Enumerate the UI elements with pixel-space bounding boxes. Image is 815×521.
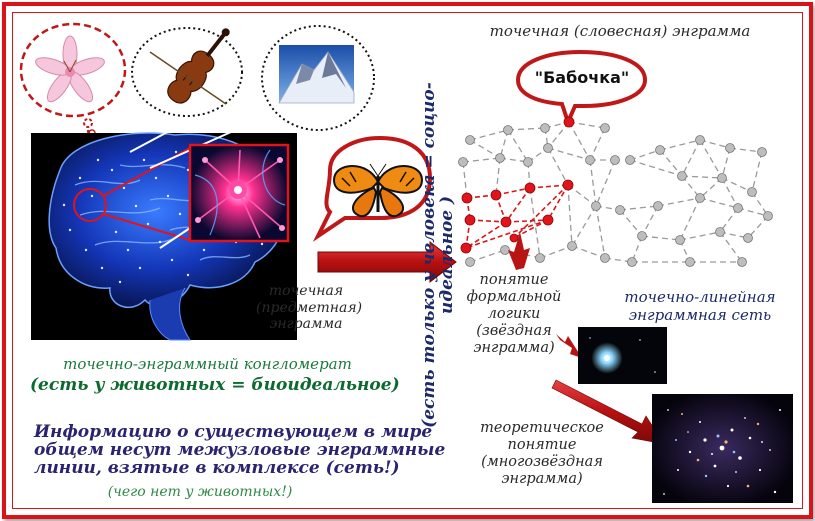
formal-logic-line: понятие (479, 272, 549, 288)
butterfly-icon (332, 163, 424, 218)
formal-logic-line: формальной (466, 289, 562, 306)
formal-logic-arrow (508, 232, 530, 270)
network-line: точечно-линейная (624, 288, 776, 306)
formal-logic-line: логики (487, 306, 541, 323)
info-statement-line: общем несут межузловые энграммные (34, 439, 446, 460)
info-statement-line: линии, взятые в комплексе (сеть!) (34, 457, 400, 478)
neuron-icon (188, 143, 290, 243)
subject-engram-label: точечная (предметная) энграмма (256, 283, 363, 333)
verbal-engram-label: точечная (словесная) энграмма (489, 22, 751, 40)
theoretical-line: энграмма) (501, 471, 583, 488)
bioideal-label: (есть у животных = биоидеальное) (30, 375, 400, 395)
main-arrow (317, 240, 457, 284)
violin-icon (167, 28, 230, 104)
violin-thought-bubble (131, 27, 243, 117)
butterfly-speech-bubble (312, 135, 433, 242)
theoretical-line: теоретическое (480, 420, 604, 436)
info-statement: Информацию о существующем в мире общем н… (34, 422, 446, 478)
star-cluster-icon (652, 394, 793, 503)
star-icon (578, 327, 667, 384)
subject-engram-line: (предметная) (256, 299, 363, 316)
word-callout (515, 49, 648, 128)
theoretical-concept-label: теоретическое понятие (многозвёздная энг… (452, 420, 632, 488)
lily-icon (35, 35, 105, 103)
engram-network (458, 116, 773, 267)
info-statement-line: Информацию о существующем в мире (34, 422, 433, 442)
flower-thought-bubble (19, 22, 127, 171)
formal-logic-label: понятие формальной логики (звёздная энгр… (452, 272, 576, 358)
word-callout-text: "Бабочка" (534, 68, 630, 87)
network-label: точечно-линейная энграммная сеть (600, 288, 800, 325)
subject-engram-line: энграмма (269, 316, 343, 333)
conglomerate-label: точечно-энграммный конгломерат (63, 355, 352, 373)
single-star-arrow (556, 334, 582, 358)
formal-logic-line: (звёздная (476, 323, 552, 340)
theoretical-line: понятие (507, 437, 577, 454)
mountain-icon (278, 45, 355, 104)
inner-frame (12, 12, 803, 509)
theoretical-line: (многозвёздная (481, 454, 603, 471)
network-line: энграммная сеть (628, 306, 772, 325)
subject-engram-line: точечная (268, 283, 344, 299)
mountain-thought-bubble (261, 25, 375, 131)
star-cluster-arrow (551, 379, 665, 445)
formal-logic-line: энграмма) (473, 340, 555, 357)
not-in-animals-label: (чего нет у животных!) (107, 484, 293, 500)
